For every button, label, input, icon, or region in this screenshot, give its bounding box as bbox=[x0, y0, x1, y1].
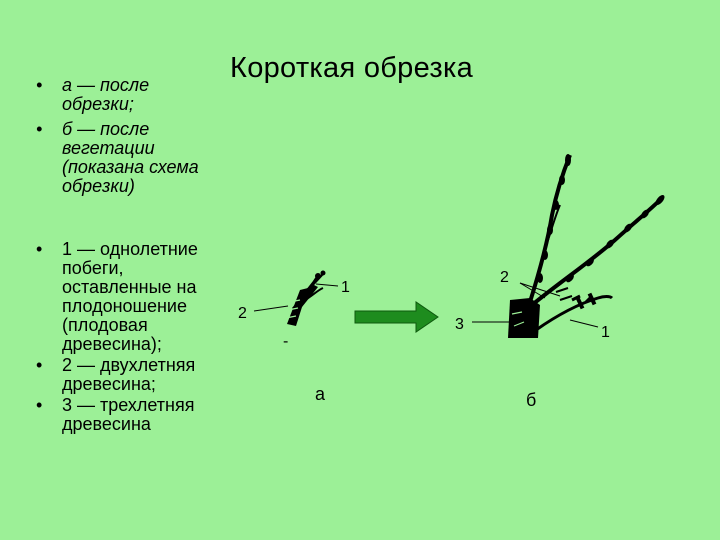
figure-a-label-1: 1 bbox=[341, 279, 350, 296]
leader-b-1 bbox=[569, 319, 599, 328]
leader-b-2a bbox=[519, 282, 546, 299]
legend-item-b: б — после вегетации (показана схема обре… bbox=[36, 120, 222, 196]
slide-title: Короткая обрезка bbox=[230, 52, 474, 84]
leader-a-2 bbox=[253, 305, 289, 312]
leader-a-1 bbox=[315, 283, 339, 287]
figure-b-label-2: 2 bbox=[500, 269, 509, 286]
figure-a-label-2: 2 bbox=[238, 305, 247, 322]
legend-item-1: 1 — однолетние побеги, оставленные на пл… bbox=[36, 240, 232, 354]
leader-b-2b bbox=[519, 282, 561, 297]
figure-b-caption: б bbox=[526, 390, 536, 410]
transition-arrow bbox=[354, 301, 439, 333]
figure-b-label-3: 3 bbox=[455, 316, 464, 333]
legend-italic-list: а — после обрезки; б — после вегетации (… bbox=[36, 76, 222, 202]
legend-plain-list: 1 — однолетние побеги, оставленные на пл… bbox=[36, 240, 246, 436]
figure-a-caption: а bbox=[315, 384, 326, 404]
figure-a-branch bbox=[285, 270, 326, 326]
figure-a-label-3: - bbox=[283, 333, 288, 350]
figure-b-branch bbox=[508, 154, 665, 338]
legend-item-3: 3 — трехлетняя древесина bbox=[36, 396, 232, 434]
legend-item-a: а — после обрезки; bbox=[36, 76, 202, 114]
figure-b-label-1: 1 bbox=[601, 324, 610, 341]
legend-item-2: 2 — двухлетняя древесина; bbox=[36, 356, 232, 394]
